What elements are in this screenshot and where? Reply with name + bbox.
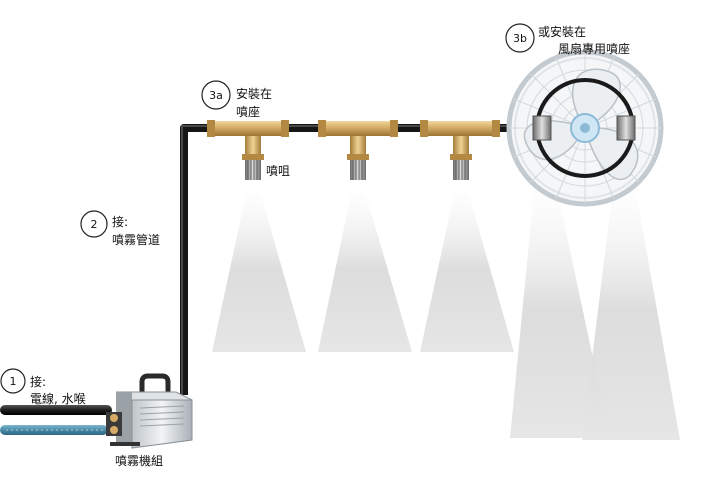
nozzle-label: 噴咀 <box>266 164 290 178</box>
nozzle-tee-3 <box>420 120 500 180</box>
step-3b-line-2: 風扇專用噴座 <box>558 41 630 56</box>
mist-cone-2 <box>318 185 412 352</box>
step-3a-number: 3a <box>209 89 223 102</box>
step-3a-callout: 3a 安裝在 噴座 <box>201 80 272 119</box>
step-1-line-1: 接: <box>30 374 46 389</box>
misting-pipe <box>180 124 535 395</box>
step-3a-line-2: 噴座 <box>236 104 260 119</box>
step-1-line-2: 電線, 水喉 <box>30 391 86 406</box>
mist-cone-3 <box>420 185 514 352</box>
nozzle-tee-2 <box>318 120 398 180</box>
water-hose <box>0 425 108 435</box>
mist-cone-fan-right <box>582 180 680 440</box>
step-1-number: 1 <box>10 375 17 388</box>
step-3b-line-1: 或安裝在 <box>538 24 586 39</box>
step-2-line-2: 噴霧管道 <box>112 232 160 247</box>
step-3b-number: 3b <box>513 32 527 45</box>
step-3b-callout: 3b 或安裝在 風扇專用噴座 <box>505 23 630 56</box>
step-3b-badge <box>505 23 535 53</box>
step-2-badge <box>80 210 108 238</box>
mist-cone-fan-left <box>510 180 610 438</box>
power-cable <box>0 405 112 415</box>
step-1-callout: 1 接: 電線, 水喉 <box>0 368 86 406</box>
step-2-callout: 2 接: 噴霧管道 <box>80 210 160 247</box>
step-3a-line-1: 安裝在 <box>236 86 272 101</box>
fan-icon <box>506 49 664 207</box>
step-2-line-1: 接: <box>112 214 128 229</box>
nozzle-tee-1 <box>207 120 289 180</box>
step-3a-badge <box>201 80 231 110</box>
machine-label: 噴霧機組 <box>115 453 163 468</box>
step-2-number: 2 <box>91 218 98 231</box>
mist-spray-group <box>212 180 680 440</box>
misting-machine-icon <box>106 373 193 449</box>
step-1-badge <box>0 368 26 394</box>
mist-cone-1 <box>212 185 306 352</box>
